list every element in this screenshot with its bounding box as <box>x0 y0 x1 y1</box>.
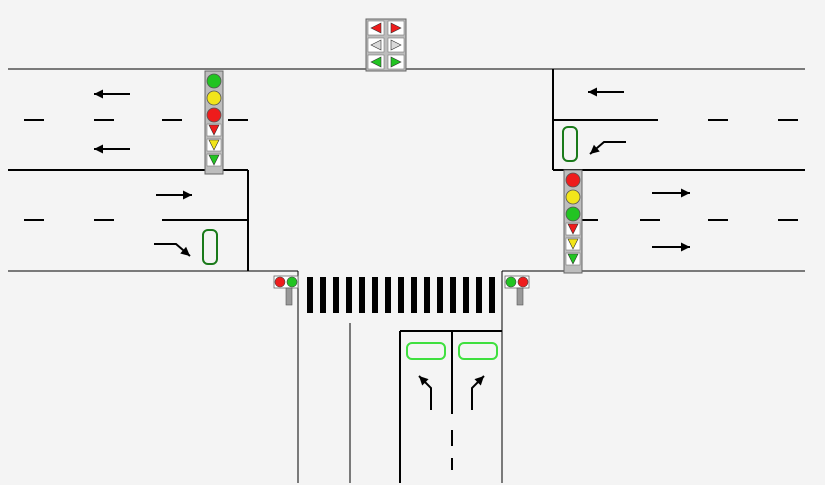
signal-lamp-green <box>565 206 581 222</box>
crosswalk-stripe <box>385 277 391 313</box>
right-arrow-lamp-icon <box>390 56 402 68</box>
left-arrow-lamp-icon <box>370 39 382 51</box>
signal-lamp-red <box>565 172 581 188</box>
arrow-head <box>681 242 690 252</box>
arrow-head <box>590 144 600 154</box>
arrow-head <box>588 87 597 97</box>
crosswalk-stripe <box>398 277 404 313</box>
lane-arrows <box>94 87 690 410</box>
left-arrow-lamp-icon <box>370 56 382 68</box>
arrow-lamp-green-icon <box>567 253 579 265</box>
arrow-lamp-red-icon <box>567 223 579 235</box>
crosswalk-stripe <box>463 277 469 313</box>
east-exit-arrow-lower <box>652 242 690 252</box>
dashed-lane-separators <box>24 119 798 221</box>
signal-lamp-green <box>206 73 222 89</box>
crosswalk-stripe <box>359 277 365 313</box>
arrow-lamp-red-icon <box>208 124 220 136</box>
east-approach-arrow-straight <box>588 87 624 97</box>
zebra-crossing <box>307 277 495 313</box>
south-approach-arrow-left-turn <box>418 375 432 410</box>
arrow-head <box>94 89 103 99</box>
signal-lamp-yellow <box>565 189 581 205</box>
signal-lamp-yellow <box>206 90 222 106</box>
arrow-head <box>474 376 484 386</box>
east-approach-arrow-left-turn <box>589 141 626 155</box>
west-signal-pole <box>204 70 224 175</box>
west-exit-arrow-right-turn <box>154 243 191 257</box>
crosswalk-stripe <box>372 277 378 313</box>
arrow-lamp-yellow-icon <box>208 139 220 151</box>
crosswalk-stripe <box>333 277 339 313</box>
ped-signal-post <box>285 287 293 306</box>
vehicle-detectors <box>202 126 578 360</box>
east-signal-pole <box>563 169 583 274</box>
ped-lamp-red <box>274 276 286 288</box>
south-approach-arrow-right-turn <box>471 375 485 410</box>
west-approach-arrow-upper <box>94 89 130 99</box>
arrow-lamp-green-icon <box>208 154 220 166</box>
left-arrow-lamp-icon <box>370 22 382 34</box>
traffic-signals <box>204 18 583 306</box>
signal-lamp-red <box>206 107 222 123</box>
crosswalk-stripe <box>320 277 326 313</box>
east-exit-arrow-upper <box>652 188 690 198</box>
crosswalk-stripe <box>424 277 430 313</box>
detector-south-right-lane <box>458 342 498 360</box>
crosswalk-stripe <box>346 277 352 313</box>
ped-signal-post <box>516 287 524 306</box>
crosswalk-stripe <box>476 277 482 313</box>
crosswalk-stripe <box>437 277 443 313</box>
ped-lamp-red <box>517 276 529 288</box>
arrow-head <box>180 246 190 256</box>
lane-markings <box>8 69 805 483</box>
arrow-head <box>94 144 103 154</box>
arrow-head <box>419 376 429 386</box>
crosswalk-stripe <box>450 277 456 313</box>
west-exit-arrow-straight <box>156 190 192 200</box>
crosswalk-stripe <box>411 277 417 313</box>
pedestrian-signal-right <box>504 275 530 306</box>
right-arrow-lamp-icon <box>390 39 402 51</box>
arrow-lamp-yellow-icon <box>567 238 579 250</box>
ped-lamp-green <box>286 276 298 288</box>
crosswalk-stripe <box>307 277 313 313</box>
right-arrow-lamp-icon <box>390 22 402 34</box>
arrow-head <box>183 190 192 200</box>
ped-lamp-green <box>505 276 517 288</box>
west-approach-arrow-lower <box>94 144 130 154</box>
pedestrian-signal-left <box>273 275 299 306</box>
north-overhead-signal <box>365 18 407 72</box>
detector-east-left-turn <box>562 126 578 162</box>
detector-south-left-lane <box>406 342 446 360</box>
arrow-head <box>681 188 690 198</box>
crosswalk-stripe <box>489 277 495 313</box>
detector-west-right-turn <box>202 229 218 265</box>
